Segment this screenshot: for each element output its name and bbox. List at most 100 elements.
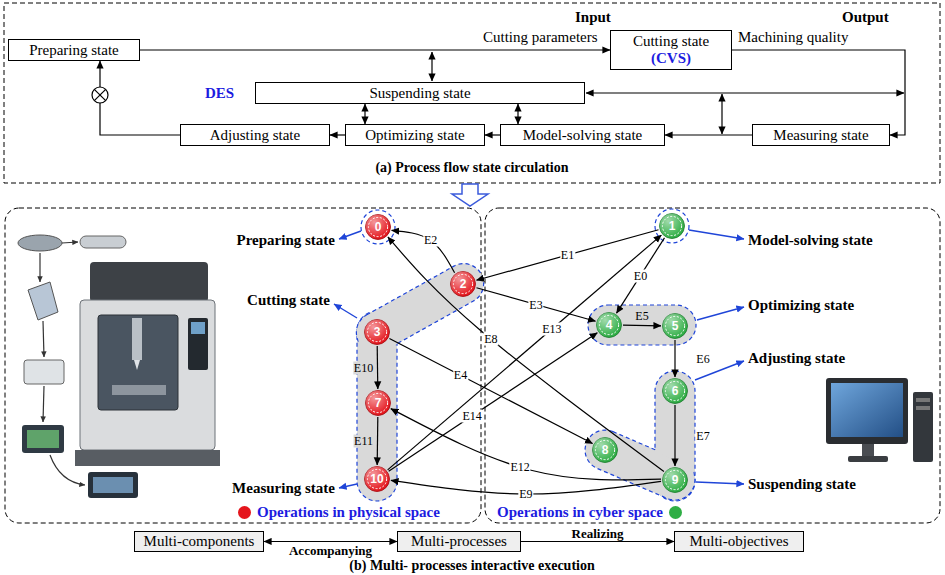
box-text: Suspending state [369,85,470,102]
state-circle-shape [663,314,688,339]
state-circle-shape [593,438,618,463]
state-circle-shine [663,468,688,493]
computer-part [848,456,888,462]
connector [485,134,500,135]
connector [623,325,661,327]
signal-label: Machining quality [738,29,848,46]
edge-label: E4 [453,369,468,382]
edge-label: E1 [560,249,575,262]
state-circle-shape [663,379,688,404]
state-box: Optimizing state [345,124,485,146]
edge-label: E14 [461,409,482,422]
computer-part [862,444,874,456]
state-number: 4 [606,319,613,331]
double-arrow [586,92,904,93]
connector [617,238,665,313]
edge-label: E6 [695,352,710,365]
state-group [349,256,491,359]
state-circle-shine [597,313,622,338]
state-circle-shine [663,314,688,339]
connector [377,346,379,389]
edge-label: E8 [483,333,498,346]
connector [521,541,674,542]
connector [391,409,661,480]
machine-part [75,450,220,466]
concept-box: Multi-components [134,531,264,552]
connector [674,405,675,466]
connector [476,230,658,281]
hollow-arrow [452,184,488,206]
summing-junction [92,87,108,103]
signal-label: Cutting parameters [483,29,598,46]
state-circle-shine [593,438,618,463]
state-name: Measuring state [232,480,335,497]
summing-junction [94,89,105,100]
legend-text: Operations in cyber space [497,504,663,521]
component-arrow [40,242,85,485]
state-number: 1 [669,220,676,232]
computer-part [826,378,908,444]
box-text: Optimizing state [365,127,465,144]
state-circle: 10 [364,466,390,492]
state-number: 5 [672,320,679,332]
state-circle-shape [663,468,688,493]
state-ring [655,209,689,243]
state-circle-shape [366,391,391,416]
connector [264,541,397,542]
state-number: 6 [672,385,679,397]
state-circle: 7 [365,390,391,416]
state-group [351,258,699,504]
state-circle: 0 [365,214,391,240]
connector [389,333,598,472]
state-box: Suspending state [255,82,585,104]
machine-part [132,318,142,360]
state-circle-ring [368,217,387,236]
legend-entry: Operations in physical space [238,504,440,521]
component-arrow [43,386,44,422]
io-label: Output [842,9,889,26]
box-text: Multi-processes [411,533,507,550]
state-circle: 4 [596,312,622,338]
box-text: Measuring state [773,127,868,144]
machine-part [191,322,205,334]
panel-caption: (a) Process flow state circulation [375,160,568,175]
state-circle-ring [599,315,618,334]
component-icon [18,235,62,251]
io-label: Input [575,9,611,26]
double-arrow [431,52,432,81]
edge-label: E2 [423,234,438,247]
legend-swatch [238,506,251,519]
des-label: DES [205,85,234,102]
leader-arrow [339,484,357,488]
connector [389,338,592,443]
summing-junction [94,89,105,100]
state-circle: 3 [364,319,390,345]
computer-part [916,406,930,410]
state-circle-ring [453,274,472,293]
edge-label: Accompanying [288,544,373,558]
panel-frame [4,3,940,183]
machine-part [98,315,178,410]
state-circle-shape [365,320,390,345]
component-icon [80,236,126,248]
edge-label: E13 [541,323,562,336]
box-text: Multi-objectives [689,533,788,550]
machine-part [134,360,140,370]
state-circle: 6 [662,378,688,404]
box-text: (CVS) [651,50,691,67]
state-circle-shine [660,214,685,239]
edge-label: E9 [518,487,533,500]
connector [665,134,752,135]
connector [388,237,664,472]
connector [140,49,610,50]
summing-junction [92,87,108,103]
box-text: Adjusting state [210,127,300,144]
edge-label: E5 [634,309,649,322]
connector [377,417,379,465]
leader-arrow [334,230,744,488]
state-circle-shine [365,320,390,345]
state-circle-shape [597,313,622,338]
state-number: 7 [375,397,382,409]
state-name: Adjusting state [748,350,845,367]
component-icon [24,360,64,384]
